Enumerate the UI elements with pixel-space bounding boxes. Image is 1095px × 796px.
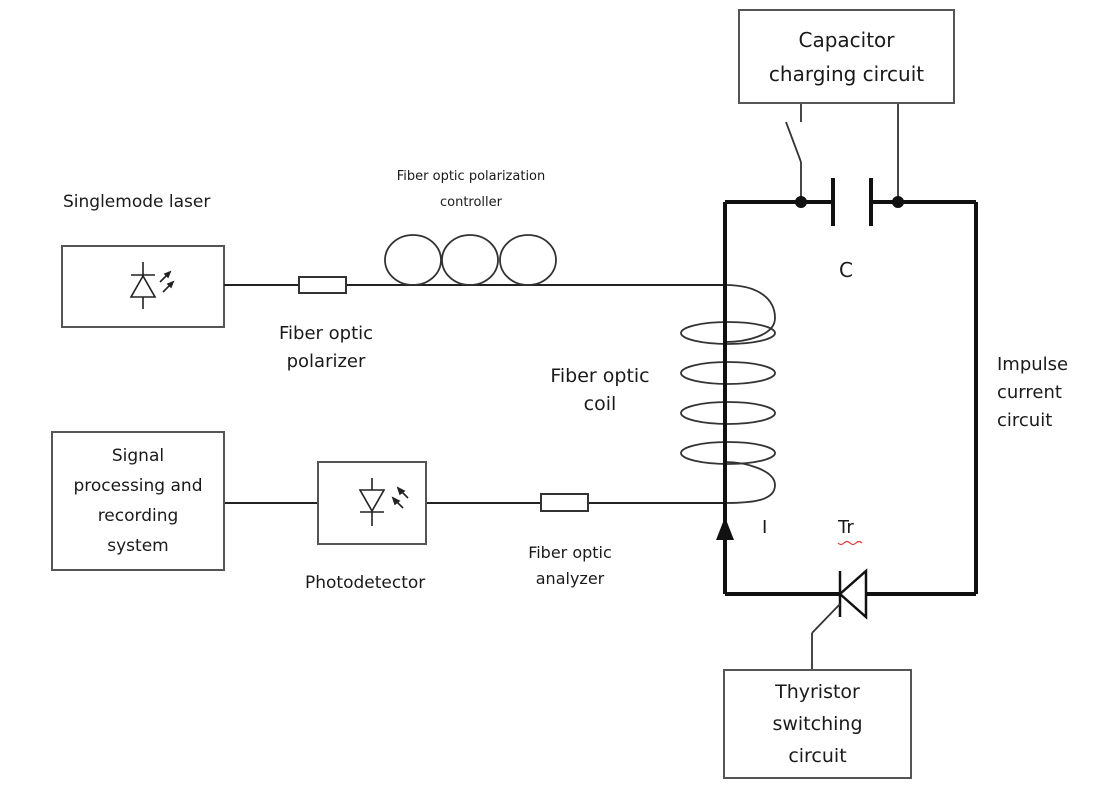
spellcheck-squiggle — [837, 540, 863, 546]
current-arrow-icon — [716, 517, 734, 540]
thyristor-switching-box: Thyristor switching circuit — [723, 669, 912, 779]
photodetector-label: Photodetector — [305, 573, 426, 593]
singlemode-laser-label: Singlemode laser — [63, 192, 211, 212]
capacitor-label: C — [839, 258, 853, 282]
capacitor-symbol — [831, 178, 873, 226]
thyristor-symbol — [838, 568, 868, 620]
fiber-coil-label: Fiber optic coil — [550, 365, 650, 415]
analyzer-element — [540, 493, 589, 512]
photodiode-icon — [358, 478, 409, 526]
polarization-controller-label: Fiber optic polarization controller — [396, 169, 546, 210]
impulse-circuit-label: Impulse current circuit — [997, 354, 1069, 431]
junction-dot-right — [892, 196, 904, 208]
current-label: I — [762, 517, 768, 538]
polarization-controller-loops — [384, 234, 557, 286]
thyristor-label: Tr — [838, 517, 854, 538]
signal-processing-box: Signal processing and recording system — [51, 431, 225, 571]
laser-diode-icon — [129, 262, 175, 309]
junction-dot-left — [795, 196, 807, 208]
fiber-coil — [680, 284, 776, 504]
capacitor-charging-box: Capacitor charging circuit — [738, 9, 955, 104]
polarizer-element — [298, 276, 347, 294]
analyzer-label: Fiber optic analyzer — [528, 543, 612, 588]
thyristor-gate-line — [811, 603, 841, 634]
charging-connections — [785, 104, 899, 202]
polarizer-label: Fiber optic polarizer — [278, 323, 374, 372]
